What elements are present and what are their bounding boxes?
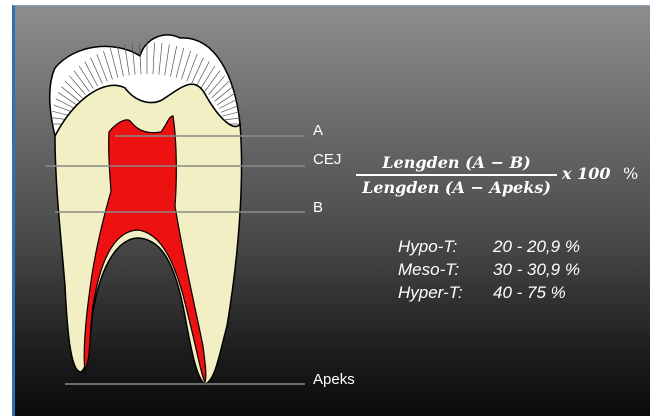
class-name: Hypo-T: [398,237,493,257]
slide-background: A CEJ B Apeks Lengden (A − B) Lengden (A… [12,5,650,416]
class-range: 30 - 30,9 % [493,260,580,279]
label-apeks: Apeks [313,372,355,387]
label-cej: CEJ [313,152,341,167]
class-range: 20 - 20,9 % [493,237,580,256]
label-a: A [313,123,323,138]
formula-unit: % [623,165,638,183]
formula-denominator: Lengden (A − Apeks) [355,176,558,197]
formula-fraction: Lengden (A − B) Lengden (A − Apeks) [355,154,558,197]
class-row: Hypo-T:20 - 20,9 % [398,237,580,257]
class-name: Meso-T: [398,260,493,280]
class-row: Meso-T:30 - 30,9 % [398,260,580,280]
class-range: 40 - 75 % [493,283,566,302]
tooth-diagram [15,6,650,416]
taurodontism-formula: Lengden (A − B) Lengden (A − Apeks) x 10… [355,154,645,204]
class-name: Hyper-T: [398,283,493,303]
class-row: Hyper-T:40 - 75 % [398,283,566,303]
formula-numerator: Lengden (A − B) [355,154,558,174]
dentin-body [55,84,242,384]
label-b: B [313,200,323,215]
formula-multiplier: x 100 [562,165,611,183]
